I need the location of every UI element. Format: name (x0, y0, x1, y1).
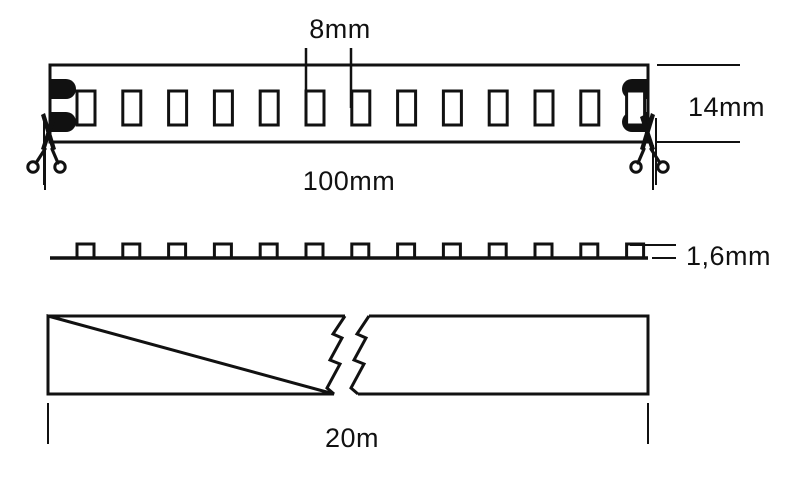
led-chip-profile (487, 242, 508, 258)
side-view (50, 242, 648, 260)
break-symbol-right (349, 315, 371, 396)
led-chip (121, 89, 143, 127)
led-chip-profile (350, 242, 371, 258)
scissors-handle-ring-right (629, 160, 643, 174)
led-chip-profile (258, 242, 279, 258)
led-chip (487, 89, 509, 127)
led-chip (212, 89, 234, 127)
led-chip-profile (396, 242, 417, 258)
dimension-label-led-pitch: 8mm (309, 14, 371, 44)
led-chip (258, 89, 280, 127)
scissors-handle-leg-right (50, 147, 60, 165)
led-chip (579, 89, 601, 127)
led-chip (75, 89, 97, 127)
break-symbol-left (325, 315, 347, 396)
cut-marker-group (26, 113, 670, 185)
led-chip (167, 89, 189, 127)
led-chip-group-side-view (75, 242, 646, 258)
scissors-handle-ring-left (656, 160, 670, 174)
led-chip (533, 89, 555, 127)
reel-outline (46, 314, 650, 396)
scissors-handle-leg-left (649, 147, 662, 165)
led-chip-profile (533, 242, 554, 258)
scissors-handle-ring-left (26, 160, 40, 174)
scissors-icon (629, 113, 670, 174)
scissors-blade-lower (41, 113, 56, 151)
led-chip-profile (121, 242, 142, 258)
scissors-blade-lower (640, 113, 655, 151)
reel-length-view (46, 314, 650, 396)
scissors-icon (26, 113, 67, 174)
led-chip-profile (304, 242, 325, 258)
top-view (48, 63, 650, 144)
led-chip (625, 89, 647, 127)
led-chip-profile (212, 242, 233, 258)
scissors-handle-leg-left (34, 147, 47, 165)
led-chip-profile (75, 242, 96, 258)
led-chip-profile (167, 242, 188, 258)
led-chip (350, 89, 372, 127)
dimension-label-segment-length: 100mm (303, 166, 396, 196)
led-chip-profile (441, 242, 462, 258)
led-chip-profile (625, 242, 646, 258)
solder-pad (50, 79, 76, 99)
scissors-handle-leg-right (636, 147, 646, 165)
led-chip (396, 89, 418, 127)
dimension-label-total-length: 20m (325, 423, 379, 453)
led-chip-group-top-view (75, 89, 647, 127)
led-chip (441, 89, 463, 127)
solder-pad (50, 112, 76, 132)
led-chip (304, 89, 326, 127)
scissors-handle-ring-right (53, 160, 67, 174)
dimension-label-strip-width: 14mm (688, 92, 765, 122)
led-chip-profile (579, 242, 600, 258)
dimension-label-thickness: 1,6mm (686, 241, 771, 271)
